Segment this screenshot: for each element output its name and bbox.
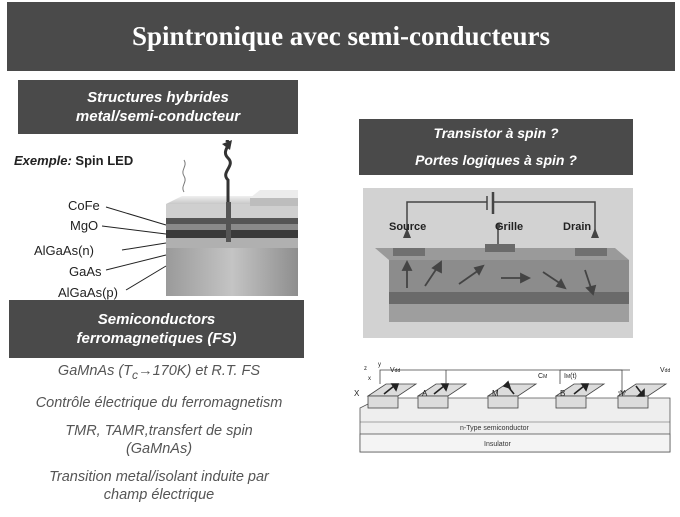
axis-y-label: y	[378, 362, 381, 368]
fs-list: GaMnAs (Tc→170K) et R.T. FS Contrôle éle…	[0, 362, 318, 514]
insulator-label: Insulator	[484, 441, 512, 448]
drain-label: Drain	[563, 221, 591, 233]
hybrid-title-line2: metal/semi-conducteur	[75, 108, 241, 125]
slide-title: Spintronique avec semi-conducteurs	[131, 21, 550, 51]
fs-title-line2: ferromagnetiques (FS)	[76, 330, 237, 347]
cm-label: CM	[538, 373, 547, 380]
vdd-left-label: Vdd	[390, 367, 400, 374]
node-b-label: B	[560, 389, 565, 398]
node-a-label: A	[422, 389, 428, 398]
im-label: IM(t)	[564, 373, 577, 380]
spin-transistor-diagram: Source Grille Drain	[363, 188, 633, 338]
transistor-box: Transistor à spin ? Portes logiques à sp…	[359, 119, 633, 175]
source-label: Source	[389, 221, 426, 233]
layer-label-gaas: GaAs	[69, 264, 102, 279]
layer-label-mgo: MgO	[70, 218, 99, 233]
spin-logic-diagram: Vdd Vdd CM IM(t) X A M B Y x y z n-Type …	[350, 360, 680, 460]
layer-label-cofe: CoFe	[68, 198, 100, 213]
hybrid-structures-box: Structures hybrides metal/semi-conducteu…	[18, 80, 298, 134]
node-m-label: M	[492, 389, 499, 398]
fs-box: Semiconductors ferromagnetiques (FS)	[9, 300, 304, 358]
spin-led-diagram	[160, 140, 302, 298]
fs-item-control: Contrôle électrique du ferromagnetism	[35, 394, 283, 411]
layer-leader-lines	[101, 206, 167, 291]
layer-label-algaas-p: AlGaAs(p)	[58, 285, 118, 300]
layer-label-algaas-n: AlGaAs(n)	[34, 243, 94, 258]
semiconductor-label: n-Type semiconductor	[460, 425, 530, 432]
vdd-right-label: Vdd	[660, 367, 670, 374]
node-y-label: Y	[620, 389, 626, 398]
axis-x-label: x	[368, 376, 371, 382]
fs-title-line1: Semiconductors	[97, 311, 216, 328]
example-label: Exemple: Spin LED	[14, 153, 134, 168]
gate-label: Grille	[495, 221, 523, 233]
slide-title-bar: Spintronique avec semi-conducteurs	[7, 2, 675, 71]
hybrid-title-line1: Structures hybrides	[87, 89, 229, 106]
axis-z-label: z	[364, 366, 367, 372]
transistor-line2: Portes logiques à spin ?	[415, 152, 577, 168]
fs-item-tmr: TMR, TAMR,transfert de spin(GaMnAs)	[65, 422, 253, 457]
node-x-label: X	[354, 389, 360, 398]
transistor-line1: Transistor à spin ?	[433, 125, 559, 141]
fs-item-gamnas: GaMnAs (Tc→170K) et R.T. FS	[57, 363, 261, 382]
